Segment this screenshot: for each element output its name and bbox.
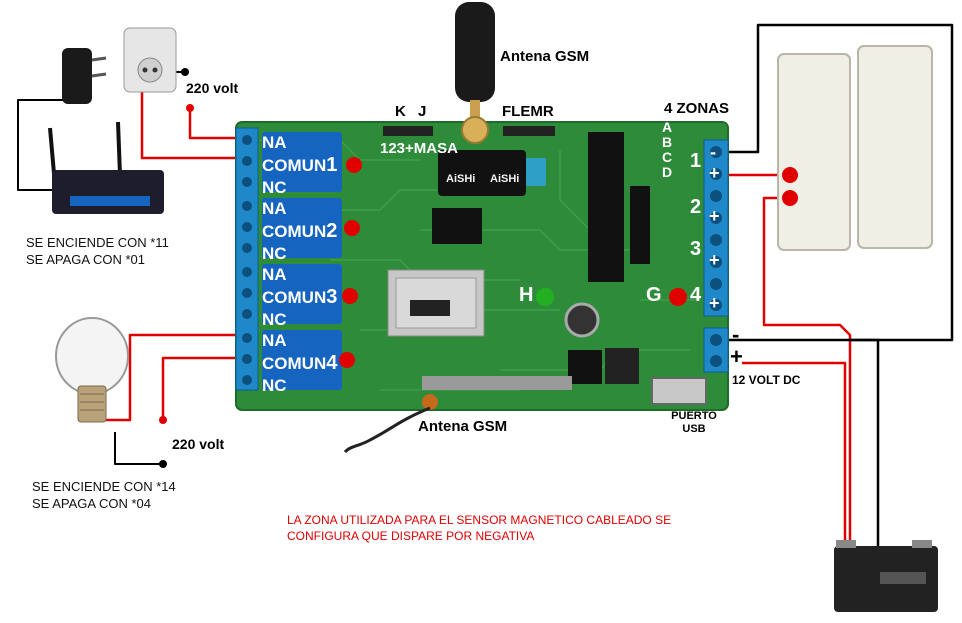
power-adapter	[62, 48, 107, 104]
relay-1-comun: COMUN1	[262, 154, 338, 176]
usb-port	[651, 377, 707, 405]
magnetic-sensor	[777, 45, 933, 251]
jumper-headers	[383, 126, 555, 136]
relay-4-comun: COMUN4	[262, 352, 338, 374]
router-note-on: SE ENCIENDE CON *11	[26, 235, 169, 250]
router-note-off: SE APAGA CON *01	[26, 252, 145, 267]
zone-terminal-block	[703, 139, 729, 373]
lamp-red-wire	[95, 333, 250, 422]
chip-brand-2: AiSHi	[490, 173, 519, 185]
relay-4-labels: NA COMUN4 NC	[262, 330, 352, 397]
wire-endpoints	[159, 68, 798, 468]
relay1-na-wire	[188, 108, 250, 140]
relay-led-4	[339, 352, 355, 368]
relay-1-labels: NA COMUN1 NC	[262, 132, 352, 199]
zone-number-1: 1	[690, 150, 702, 172]
relay-3-na: NA	[262, 265, 287, 284]
sensor-note: LA ZONA UTILIZADA PARA EL SENSOR MAGNETI…	[287, 512, 671, 544]
zone-number-2: 2	[690, 196, 702, 218]
antenna-gsm-label-bottom: Antena GSM	[418, 418, 508, 435]
light-bulb	[55, 317, 129, 423]
relay-3	[262, 264, 342, 324]
relay-2-comun: COMUN2	[262, 220, 338, 242]
zone-number-4: 4	[690, 284, 702, 306]
relay1-comun-wire	[140, 70, 250, 160]
gsm-antenna-top	[455, 2, 495, 144]
battery-positive-wire	[742, 361, 847, 548]
sensor-red-wire-2	[762, 196, 852, 546]
jumper-j-label: J	[418, 103, 427, 120]
wall-socket	[123, 27, 177, 93]
battery-12v	[834, 540, 938, 612]
zone-terminal-plus-4: +	[709, 293, 720, 313]
zones-title: 4 ZONAS	[664, 100, 730, 117]
flemr-label: FLEMR	[502, 103, 554, 120]
relay-led-1	[346, 157, 362, 173]
capacitor	[564, 302, 600, 338]
relay-1	[262, 132, 342, 192]
relays	[262, 132, 342, 390]
lamp-black-wire	[114, 432, 163, 465]
wifi-router	[48, 121, 164, 214]
router-note: SE ENCIENDE CON *11 SE APAGA CON *01	[26, 234, 169, 268]
relay-4	[262, 330, 342, 390]
relay-led-3	[342, 288, 358, 304]
relay-1-na: NA	[262, 133, 287, 152]
zone-terminal-plus-1: +	[709, 163, 720, 183]
led-h	[536, 288, 554, 306]
jumper-k-label: K	[395, 103, 406, 120]
power-plus-label: +	[730, 344, 743, 369]
chip-brand-1: AiSHi	[446, 173, 475, 185]
relay-led-2	[344, 220, 360, 236]
gsm-antenna-bottom	[343, 376, 572, 454]
zone-letters: A B C D	[662, 120, 672, 180]
relay-2	[262, 198, 342, 258]
lamp-220-wire	[161, 356, 250, 420]
ic-chips	[432, 132, 650, 384]
zone-number-3: 3	[690, 238, 702, 260]
usb-port-label: PUERTO USB	[671, 410, 717, 435]
relay-3-comun: COMUN3	[262, 286, 338, 308]
lamp-note: SE ENCIENDE CON *14 SE APAGA CON *04	[32, 478, 176, 512]
relay-2-labels: NA COMUN2 NC	[262, 198, 352, 265]
zone-letter-c: C	[662, 149, 673, 165]
relay-4-na: NA	[262, 331, 287, 350]
router-power-wire	[17, 99, 72, 191]
led-g-label: G	[646, 284, 662, 306]
gsm-module	[438, 150, 546, 196]
led-g	[669, 288, 687, 306]
relay-4-nc: NC	[262, 376, 287, 395]
sensor-note-line-1: LA ZONA UTILIZADA PARA EL SENSOR MAGNETI…	[287, 513, 672, 527]
sensor-black-wire	[722, 23, 954, 342]
antenna-gsm-label-top: Antena GSM	[500, 48, 590, 65]
relay-3-nc: NC	[262, 310, 287, 329]
lamp-note-off: SE APAGA CON *04	[32, 496, 151, 511]
led-h-label: H	[519, 284, 534, 306]
sensor-note-line-2: CONFIGURA QUE DISPARE POR NEGATIVA	[287, 529, 535, 543]
zone-terminal-plus-2: +	[709, 206, 720, 226]
power-minus-label: -	[732, 322, 740, 347]
battery-negative-wire	[722, 338, 880, 548]
sim-holder	[387, 269, 485, 337]
relay-2-nc: NC	[262, 244, 287, 263]
zone-terminal-minus: -	[710, 142, 716, 162]
relay-3-labels: NA COMUN3 NC	[262, 264, 352, 331]
relay-terminal-block	[235, 127, 259, 391]
zone-letter-d: D	[662, 164, 673, 180]
relay-leds	[339, 157, 362, 368]
relay-1-nc: NC	[262, 178, 287, 197]
relay-2-na: NA	[262, 199, 287, 218]
volt-220-label-bottom: 220 volt	[172, 436, 225, 452]
lamp-note-on: SE ENCIENDE CON *14	[32, 479, 176, 494]
zone-letter-a: A	[662, 119, 673, 135]
volt-220-label-top: 220 volt	[186, 80, 239, 96]
wires	[17, 23, 954, 548]
zone-terminal-plus-3: +	[709, 250, 720, 270]
zone-letter-b: B	[662, 134, 673, 150]
volt-dc-label: 12 VOLT DC	[732, 373, 801, 387]
masa-label: 123+MASA	[380, 140, 458, 157]
